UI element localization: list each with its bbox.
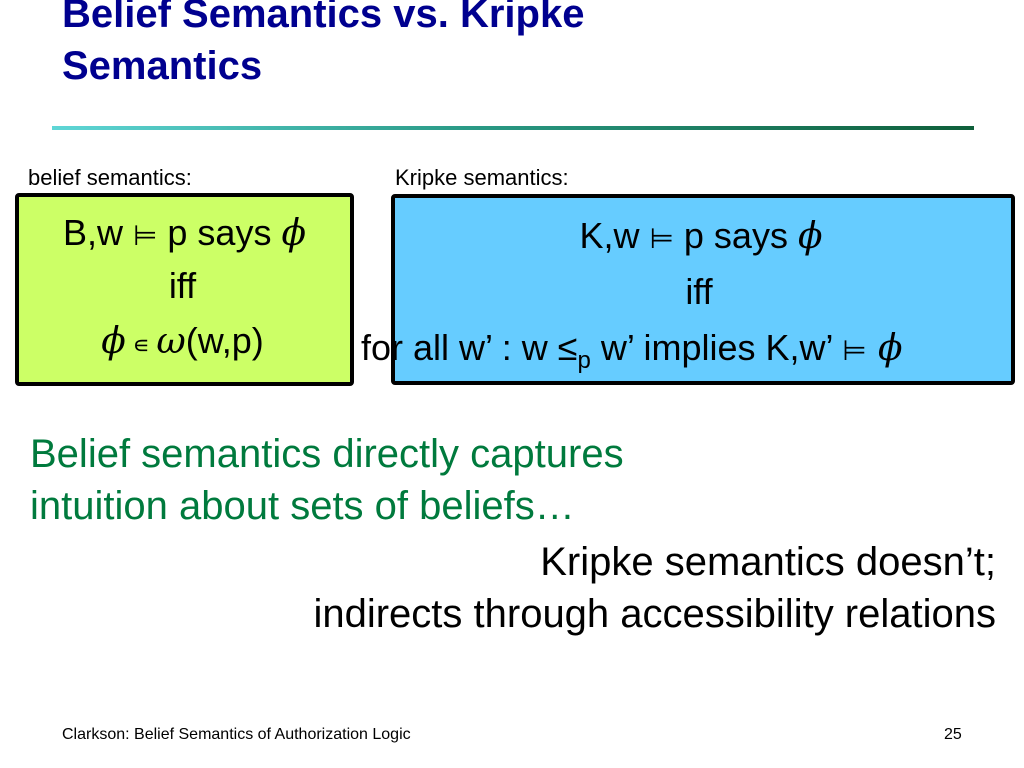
slide-number: 25: [944, 726, 962, 743]
slide-title: Belief Semantics vs. Kripke Semantics: [62, 0, 962, 92]
kripke-box-text: for all w’ : w ≤: [361, 327, 578, 368]
belief-commentary-line2: intuition about sets of beliefs…: [30, 484, 575, 528]
kripke-semantics-box: K,w ⊨ p says ϕ iff for all w’ : w ≤p w’ …: [361, 194, 1015, 385]
kripke-box-line2: iff: [387, 270, 1011, 314]
belief-semantics-box: B,w ⊨ p says ϕ iff ϕ ∊ ω(w,p): [15, 193, 354, 386]
kripke-semantics-label: Kripke semantics:: [395, 165, 569, 190]
phi-symbol: ϕ: [866, 328, 903, 369]
belief-box-line1: B,w ⊨ p says ϕ: [19, 211, 350, 258]
phi-symbol: ϕ: [101, 321, 126, 362]
belief-box-text: (w,p): [185, 320, 264, 361]
kripke-box-line1: K,w ⊨ p says ϕ: [391, 214, 1011, 261]
belief-box-line2: iff: [15, 264, 350, 308]
models-symbol: ⊨: [842, 334, 867, 367]
kripke-commentary-line1: Kripke semantics doesn’t;: [540, 540, 996, 584]
footer-author: Clarkson: Belief Semantics of Authorizat…: [62, 726, 411, 743]
title-divider: [52, 126, 974, 130]
slide-title-line2: Semantics: [62, 44, 263, 88]
belief-box-line3: ϕ ∊ ω(w,p): [15, 319, 350, 368]
kripke-box-line3: for all w’ : w ≤p w’ implies K,w’ ⊨ ϕ: [361, 326, 1011, 383]
iff-text: iff: [685, 271, 713, 312]
subscript-p: p: [577, 347, 591, 374]
kripke-commentary-line2: indirects through accessibility relation…: [313, 592, 996, 636]
omega-symbol: ω: [156, 321, 186, 362]
belief-commentary-line1: Belief semantics directly captures: [30, 432, 624, 476]
phi-symbol: ϕ: [797, 216, 823, 257]
phi-symbol: ϕ: [281, 213, 306, 254]
models-symbol: ⊨: [133, 219, 158, 252]
kripke-box-text: w’ implies K,w’: [590, 327, 843, 368]
slide-title-line1: Belief Semantics vs. Kripke: [62, 0, 585, 36]
element-of-symbol: ∊: [125, 332, 157, 359]
models-symbol: ⊨: [649, 222, 674, 255]
kripke-box-text: K,w: [579, 215, 650, 256]
kripke-commentary: Kripke semantics doesn’t; indirects thro…: [313, 536, 996, 640]
belief-semantics-label: belief semantics:: [28, 165, 192, 190]
kripke-box-text: p says: [673, 215, 798, 256]
iff-text: iff: [168, 265, 197, 306]
belief-box-text: p says: [157, 212, 282, 253]
belief-commentary: Belief semantics directly captures intui…: [30, 428, 624, 532]
belief-box-text: B,w: [62, 212, 133, 253]
